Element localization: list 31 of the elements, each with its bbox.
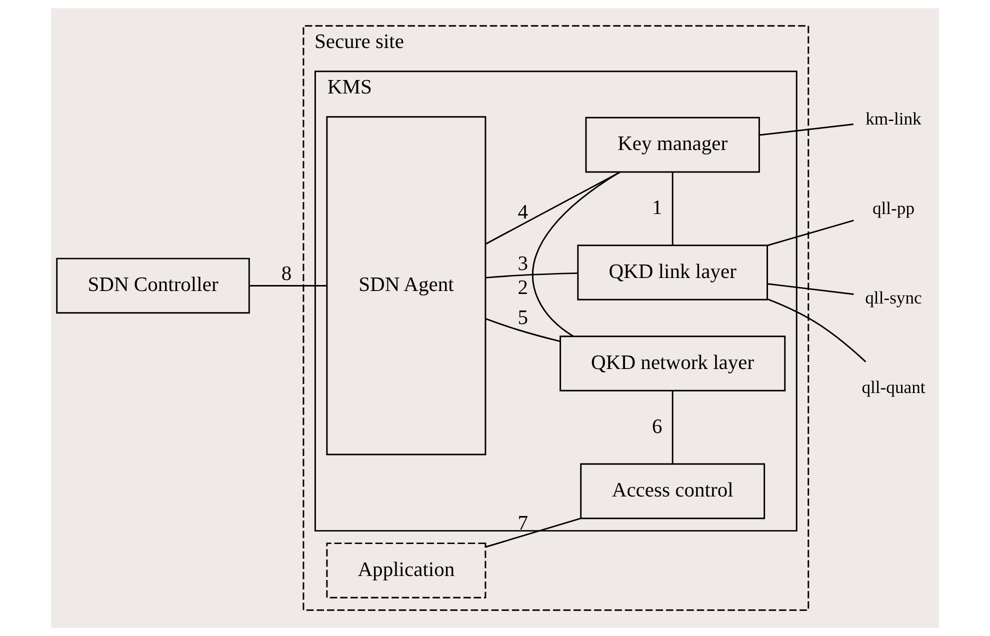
connector xyxy=(250,284,327,286)
connector xyxy=(768,283,854,295)
node-box: Access control xyxy=(580,463,766,520)
connector xyxy=(486,318,560,342)
node-box: Key manager xyxy=(585,116,760,173)
connector xyxy=(486,272,578,278)
edge-label: 4 xyxy=(518,201,528,224)
node-box: QKD network layer xyxy=(560,336,786,392)
edge-label: 3 xyxy=(518,252,528,275)
node-text: qll-quant xyxy=(862,377,926,398)
connector xyxy=(486,171,620,244)
edge-label: 8 xyxy=(281,263,292,286)
connector xyxy=(760,124,854,136)
connector xyxy=(672,390,674,464)
edge-label: 7 xyxy=(518,512,528,535)
node-text: qll-pp xyxy=(872,198,915,218)
edge-label: 1 xyxy=(652,197,662,220)
edge-label: 5 xyxy=(518,307,528,330)
node-box: Application xyxy=(326,542,486,598)
connector xyxy=(768,298,866,362)
node-box: SDN Agent xyxy=(326,116,486,456)
connector xyxy=(672,172,674,245)
connector xyxy=(486,518,581,548)
connector xyxy=(768,220,854,246)
edge-label: 2 xyxy=(518,277,528,300)
node-box: QKD link layer xyxy=(577,244,768,300)
connector xyxy=(532,171,620,337)
node-text: qll-sync xyxy=(865,287,922,308)
edge-label: 6 xyxy=(652,416,662,438)
node-box: SDN Controller xyxy=(56,258,250,314)
node-text: km-link xyxy=(866,108,922,128)
